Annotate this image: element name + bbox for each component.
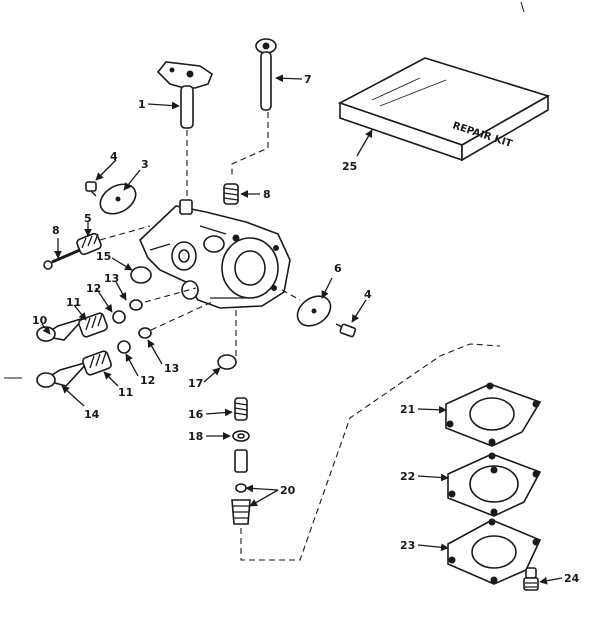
choke-plate <box>296 295 332 327</box>
throttle-shaft <box>156 61 213 200</box>
choke-spring <box>223 183 239 205</box>
callout-13-upper: 13 <box>104 272 119 285</box>
callout-11-upper: 11 <box>66 296 81 309</box>
callout-13-lower: 13 <box>164 362 179 375</box>
carburetor-body <box>139 199 291 309</box>
inlet-needle-seat <box>231 449 251 525</box>
lower-needle-assembly <box>36 301 213 388</box>
callout-12-lower: 12 <box>140 374 155 387</box>
callout-11-lower: 11 <box>118 386 133 399</box>
choke-shaft <box>231 38 277 176</box>
gasket-21 <box>445 382 542 447</box>
diaphragm-22 <box>447 452 542 517</box>
callout-14: 14 <box>84 408 100 421</box>
pump-cover-23 <box>447 518 542 585</box>
callout-20: 20 <box>280 484 296 497</box>
callout-18: 18 <box>188 430 203 443</box>
callout-16: 16 <box>188 408 204 421</box>
welch-plug <box>130 266 152 284</box>
throttle-plate <box>99 183 137 215</box>
callout-labels: 1 7 25 4 3 8 8 5 15 13 12 11 10 13 12 11… <box>32 73 580 585</box>
callout-25: 25 <box>342 160 357 173</box>
idle-spring <box>76 232 102 256</box>
callout-3: 3 <box>141 158 149 171</box>
washer <box>232 430 250 442</box>
callout-5: 5 <box>84 212 92 225</box>
bowl-plug <box>217 354 237 370</box>
callout-22: 22 <box>400 470 415 483</box>
callout-12-upper: 12 <box>86 282 101 295</box>
plate-screw <box>85 181 97 197</box>
callout-21: 21 <box>400 403 415 416</box>
callout-23: 23 <box>400 539 415 552</box>
callout-4-lower: 4 <box>364 288 372 301</box>
callout-15: 15 <box>96 250 111 263</box>
cover-screw-24 <box>523 567 539 591</box>
float-spring <box>234 397 248 421</box>
leader-lines <box>41 74 563 585</box>
upper-needle-assembly <box>36 287 197 342</box>
repair-kit-box: REPAIR KIT <box>337 57 551 162</box>
callout-9: 6 <box>334 262 342 275</box>
idle-screw <box>43 248 81 270</box>
callout-8-screw: 8 <box>52 224 60 237</box>
callout-24: 24 <box>564 572 580 585</box>
callout-1: 1 <box>138 98 146 111</box>
callout-17: 17 <box>188 377 203 390</box>
callout-7: 7 <box>304 73 312 86</box>
callout-10: 10 <box>32 314 48 327</box>
callout-4-upper: 4 <box>110 150 118 163</box>
callout-8-choke: 8 <box>263 188 271 201</box>
choke-plate-screw <box>335 323 357 338</box>
